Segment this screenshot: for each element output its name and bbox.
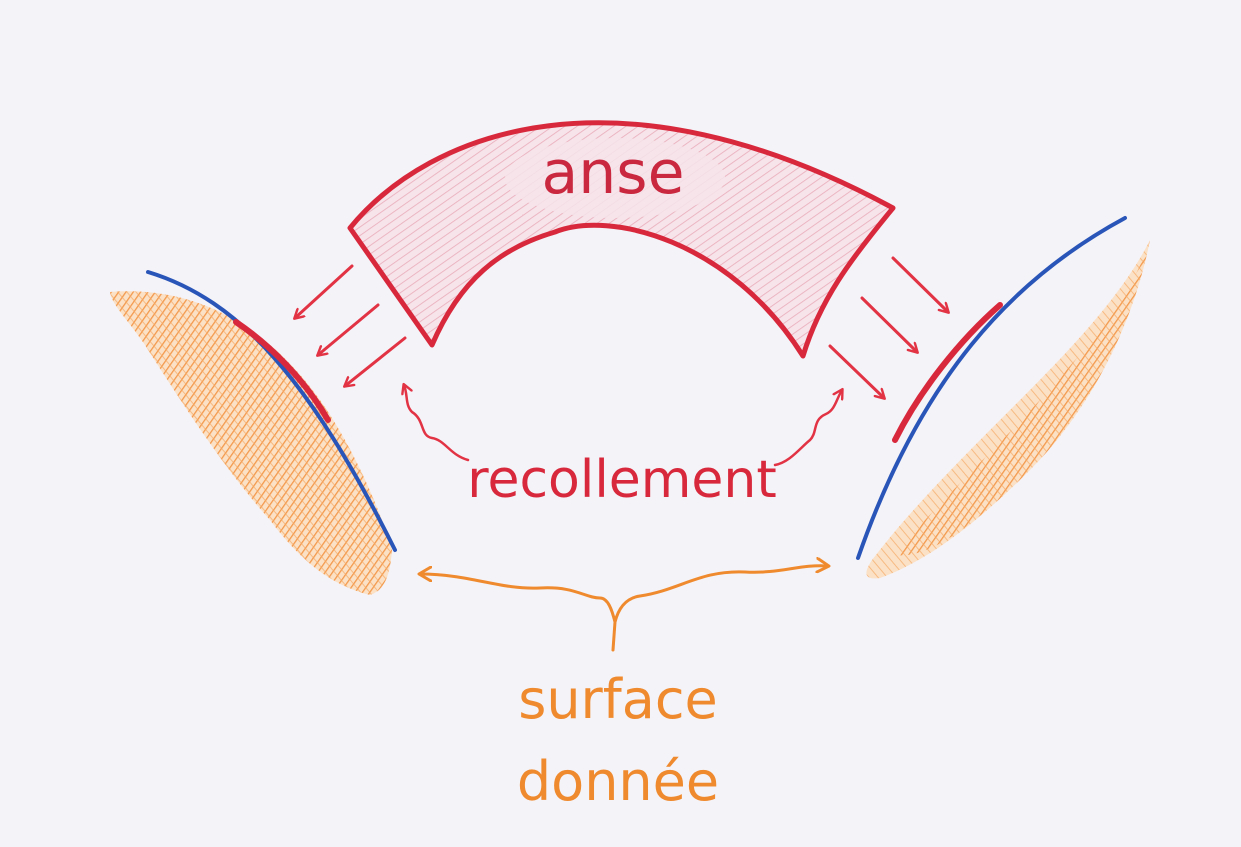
right-boundary-curve [856, 216, 1127, 560]
gluing-pointer-left [404, 385, 470, 462]
right-surface-patch [866, 240, 1150, 579]
right-gluing-region [892, 302, 1003, 443]
left-surface-patch [110, 291, 392, 595]
right-gluing-arrows [828, 256, 948, 398]
gluing-pointer-right [773, 390, 842, 467]
surface-span-arrow [420, 566, 828, 623]
surface-label-line2: donnée [517, 750, 719, 813]
surface-label-line1: surface [518, 668, 718, 731]
gluing-label: recollement [467, 450, 777, 510]
surface-pointer-stem [611, 620, 617, 652]
handle-label: anse [542, 138, 685, 208]
left-gluing-region [233, 319, 331, 423]
left-gluing-arrows [295, 264, 407, 386]
left-boundary-curve [146, 270, 397, 552]
handle-shape [347, 120, 896, 359]
